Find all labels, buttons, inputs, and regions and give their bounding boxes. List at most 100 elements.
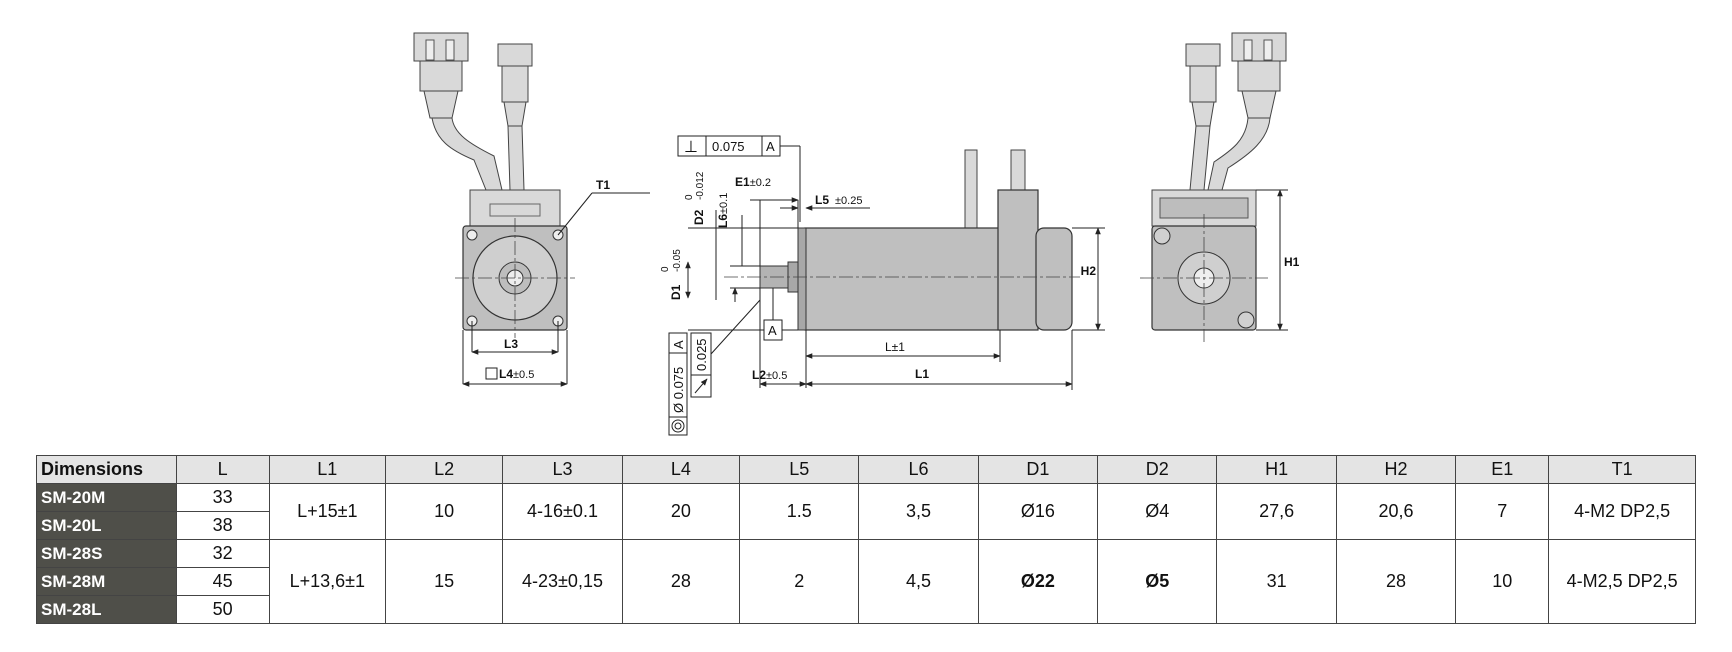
- label-l2-tol: ±0.5: [766, 370, 787, 382]
- cell-l2: 15: [384, 539, 504, 624]
- table-row: SM-28L 50: [36, 595, 1696, 624]
- label-l3: L3: [504, 337, 518, 351]
- cell-h2: 20,6: [1335, 483, 1457, 540]
- label-d2-lower: -0.012: [695, 171, 706, 200]
- svg-text:L6±0.1: L6±0.1: [716, 193, 730, 228]
- side-rear-housing: [997, 189, 1039, 331]
- rear-view: H1: [1140, 32, 1300, 342]
- cell-t1: 4-M2 DP2,5: [1548, 483, 1696, 540]
- side-flange: [797, 227, 807, 331]
- table-header-row: Dimensions L L1 L2 L3 L4 L5 L6 D1 D2 H1 …: [36, 455, 1696, 484]
- cell-t1: 4-M2,5 DP2,5: [1548, 539, 1696, 624]
- perp-datum: A: [766, 139, 775, 154]
- runout-value: 0.025: [694, 338, 709, 371]
- label-d1-lower: -0.05: [672, 249, 683, 272]
- model-name: SM-28L: [36, 595, 177, 624]
- cell-e1: 10: [1455, 539, 1550, 624]
- front-view: T1 L3 L4±0.5: [413, 32, 650, 387]
- col-header: L: [175, 455, 270, 484]
- label-d1: D1: [669, 284, 683, 300]
- cell-l: 33: [175, 483, 270, 512]
- col-header: L3: [502, 455, 623, 484]
- conc-value: Ø 0.075: [671, 367, 686, 413]
- label-l1: L1: [915, 367, 929, 381]
- cell-h1: 31: [1216, 539, 1337, 624]
- perpendicularity-frame: ⊥ 0.075 A: [677, 135, 801, 222]
- dimensions-table: Dimensions L L1 L2 L3 L4 L5 L6 D1 D2 H1 …: [36, 455, 1696, 624]
- cell-l: 50: [175, 595, 270, 624]
- label-l2: L2: [752, 368, 766, 382]
- cell-l4: 28: [621, 539, 741, 624]
- label-e1: E1: [735, 175, 750, 189]
- power-connector: [413, 32, 469, 119]
- cell-d1: Ø16: [977, 483, 1099, 540]
- svg-text:E1±0.2: E1±0.2: [735, 175, 771, 189]
- table-row: SM-20M 33 L+15±1 10 4-16±0.1 20 1.5 3,5 …: [36, 483, 1696, 540]
- label-l4-tol: ±0.5: [513, 369, 534, 381]
- model-name: SM-28M: [36, 567, 177, 596]
- cell-l: 45: [175, 567, 270, 596]
- cell-l1: L+13,6±1: [268, 539, 386, 624]
- side-cable-2: [1010, 149, 1026, 191]
- cell-l3: 4-23±0,15: [502, 539, 623, 624]
- cell-h1: 27,6: [1216, 483, 1337, 540]
- cell-l5: 2: [739, 539, 860, 624]
- col-header: L5: [739, 455, 860, 484]
- svg-text:L4±0.5: L4±0.5: [499, 367, 534, 381]
- side-end-cap: [1035, 227, 1073, 331]
- square-symbol: [485, 367, 498, 380]
- model-name: SM-20M: [36, 483, 177, 512]
- datum-a-box: [763, 319, 783, 341]
- label-l4: L4: [499, 367, 513, 381]
- cell-l2: 10: [384, 483, 504, 540]
- col-header: H2: [1335, 455, 1457, 484]
- concentricity-frame: Ø 0.075 A: [668, 332, 688, 436]
- rear-encoder-connector: [1185, 43, 1221, 127]
- col-header: L6: [858, 455, 979, 484]
- side-cable-1: [964, 149, 978, 229]
- label-h2: H2: [1081, 264, 1097, 278]
- side-view: ⊥ 0.075 A E1±0.2 L5 ±0.25 L6±0.1: [660, 135, 1105, 436]
- cell-l6: 4,5: [858, 539, 979, 624]
- label-t1: T1: [596, 178, 610, 192]
- label-l-pm: L±1: [885, 340, 905, 354]
- power-cable: [431, 117, 503, 191]
- cell-d2: Ø5: [1097, 539, 1218, 624]
- col-header: D1: [977, 455, 1099, 484]
- cell-l1: L+15±1: [268, 483, 386, 540]
- rear-power-connector: [1231, 32, 1287, 119]
- model-name: SM-28S: [36, 539, 177, 568]
- col-header: L1: [268, 455, 386, 484]
- svg-text:L2±0.5: L2±0.5: [752, 368, 787, 382]
- runout-frame: 0.025: [690, 299, 761, 398]
- model-name: SM-20L: [36, 511, 177, 540]
- table-row: SM-28S 32 L+13,6±1 15 4-23±0,15 28 2 4,5…: [36, 539, 1696, 624]
- cell-l4: 20: [621, 483, 741, 540]
- cell-e1: 7: [1455, 483, 1550, 540]
- label-datum-a: A: [768, 323, 777, 338]
- col-header: L4: [621, 455, 741, 484]
- cell-h2: 28: [1335, 539, 1457, 624]
- conc-datum: A: [671, 340, 686, 349]
- svg-text:L5±0.25: L5 ±0.25: [815, 193, 862, 207]
- perp-symbol: ⊥: [684, 139, 698, 156]
- label-h1: H1: [1284, 255, 1300, 269]
- label-e1-tol: ±0.2: [750, 177, 771, 189]
- cell-l6: 3,5: [858, 483, 979, 540]
- cell-d2: Ø4: [1097, 483, 1218, 540]
- label-d1-upper: 0: [660, 266, 671, 272]
- table-row: SM-28M 45: [36, 567, 1696, 596]
- label-l6-tol: ±0.1: [718, 193, 730, 214]
- col-header: D2: [1097, 455, 1218, 484]
- col-header: Dimensions: [36, 455, 177, 484]
- encoder-cable: [507, 125, 525, 191]
- col-header: E1: [1455, 455, 1550, 484]
- cell-l: 38: [175, 511, 270, 540]
- label-l5-tol: ±0.25: [835, 195, 862, 207]
- label-d2-upper: 0: [684, 194, 695, 200]
- encoder-connector: [497, 43, 533, 127]
- col-header: H1: [1216, 455, 1337, 484]
- label-l5: L5: [815, 193, 829, 207]
- label-l6: L6: [716, 214, 730, 228]
- cell-l5: 1.5: [739, 483, 860, 540]
